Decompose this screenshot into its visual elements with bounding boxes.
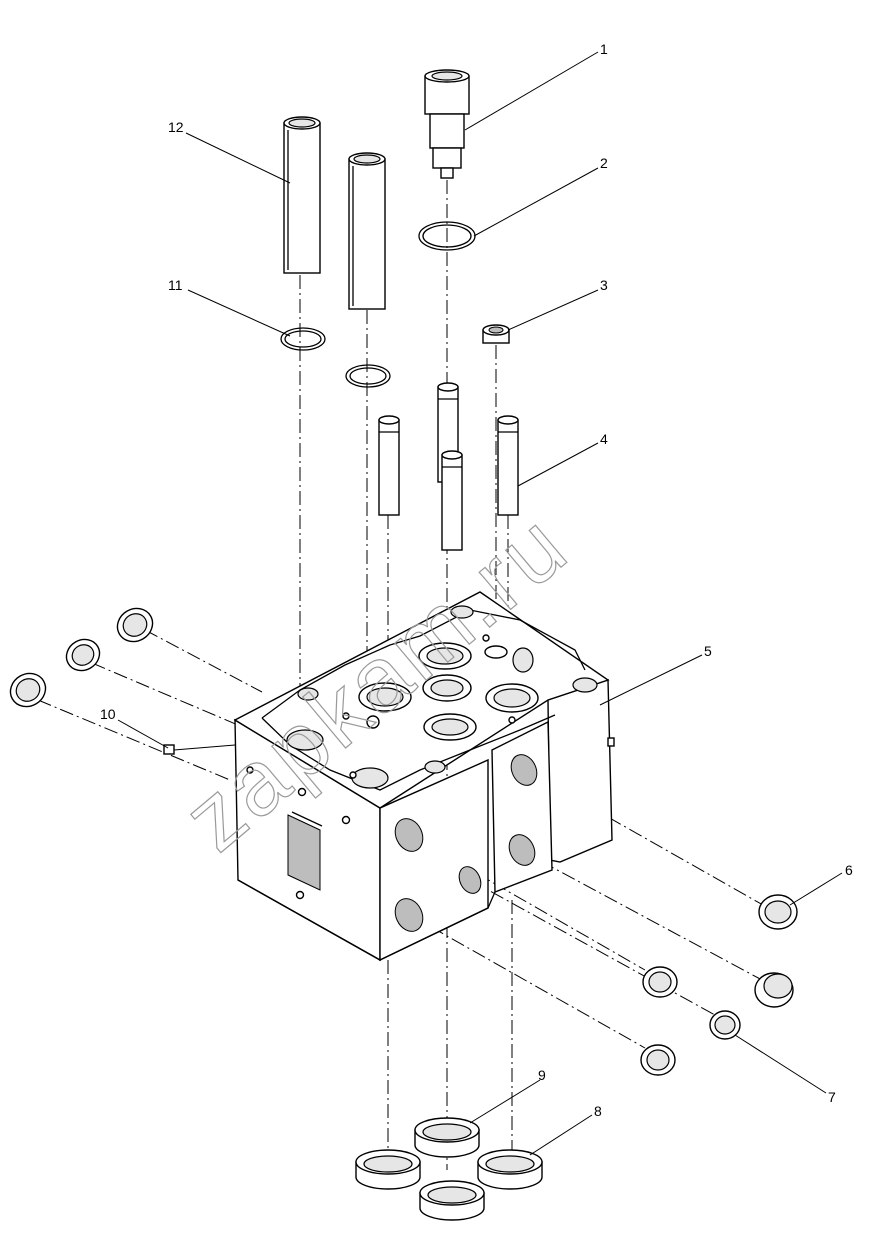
callout-11: 11 — [168, 277, 183, 293]
part-6-cup-plug — [758, 894, 798, 930]
valve-guide-3 — [441, 450, 463, 551]
part-11-o-rings — [280, 327, 391, 388]
callout-7: 7 — [828, 1089, 836, 1105]
part-8-valve-seat-ring-bottom — [419, 1180, 485, 1221]
callout-8: 8 — [594, 1103, 602, 1119]
callout-labels: 1 2 3 4 5 6 7 8 9 10 11 12 — [100, 41, 853, 1119]
callout-6: 6 — [845, 862, 853, 878]
callout-12: 12 — [168, 119, 184, 135]
part-9-valve-seat-ring-top — [414, 1117, 480, 1158]
part-1-injector-sleeve — [424, 69, 470, 179]
valve-guide-4 — [497, 415, 519, 516]
cup-plug-lower-right — [754, 972, 794, 1008]
valve-guide-1 — [378, 415, 400, 516]
callout-1: 1 — [600, 41, 608, 57]
side-cover-plugs-left — [9, 607, 154, 708]
part-4-valve-guides — [378, 382, 519, 551]
callout-2: 2 — [600, 155, 608, 171]
part-8-valve-seat-ring-left — [355, 1149, 421, 1190]
part-8-valve-seat-ring-right — [477, 1149, 543, 1190]
callout-leaders — [117, 51, 843, 1156]
part-12-sleeve-right — [348, 152, 386, 310]
callout-4: 4 — [600, 431, 608, 447]
part-12-sleeve-left — [283, 116, 321, 274]
part-3-seal-cap — [482, 324, 510, 344]
callout-10: 10 — [100, 706, 116, 722]
callout-3: 3 — [600, 277, 608, 293]
callout-9: 9 — [538, 1067, 546, 1083]
callout-5: 5 — [704, 643, 712, 659]
part-7-seal-rings — [640, 966, 741, 1076]
part-5-cylinder-head — [233, 591, 615, 962]
